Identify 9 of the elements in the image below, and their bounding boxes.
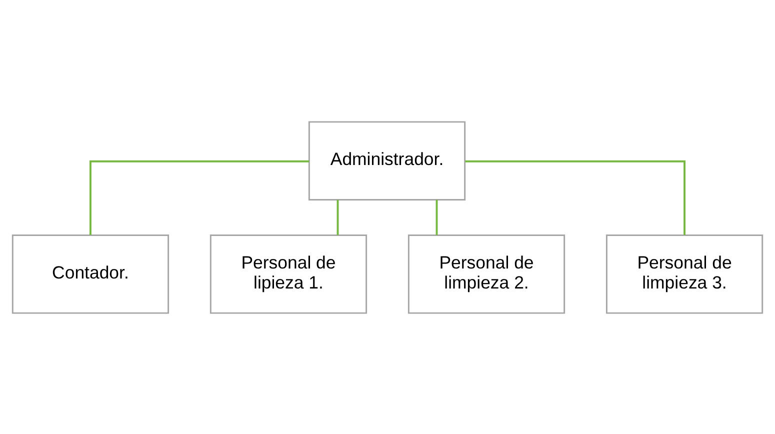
node-box: Personal de lipieza 1. [210,234,368,314]
node-box: Administrador. [308,120,466,200]
node-box: Contador. [12,234,170,314]
connector [336,199,339,235]
node-box: Personal de limpieza 3. [606,234,764,314]
connector [465,160,686,234]
connector [90,160,310,234]
node-box: Personal de limpieza 2. [408,234,566,314]
connector [436,199,438,235]
